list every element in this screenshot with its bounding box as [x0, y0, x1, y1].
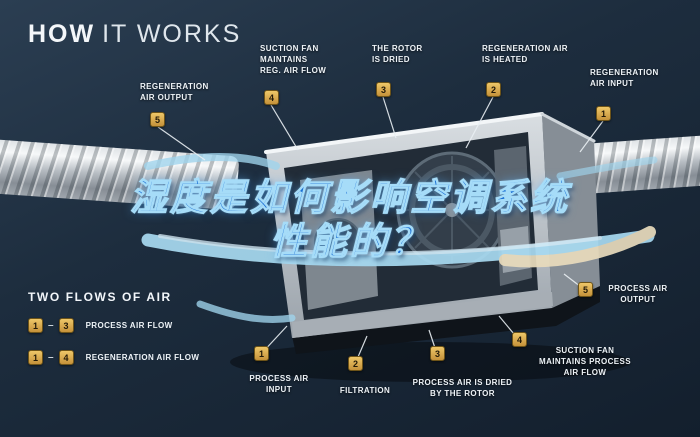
badge-1-reg-input: 1 — [596, 106, 611, 121]
left-duct — [0, 139, 239, 210]
badge-2-filtration: 2 — [348, 356, 363, 371]
title-light: IT WORKS — [102, 20, 242, 48]
legend-row-regeneration-air: 1 – 4 REGENERATION AIR FLOW — [28, 350, 199, 365]
callout-rotor-dried-label: THE ROTOR IS DRIED — [372, 44, 423, 64]
callout-filtration-label: FILTRATION — [339, 386, 391, 395]
legend-badge-end: 4 — [58, 350, 74, 365]
title-bold: HOW — [28, 20, 96, 48]
callout-process-air-output-label: PROCESS AIR OUTPUT — [608, 284, 668, 304]
badge-2-reg-heated: 2 — [486, 82, 501, 97]
badge-5-process-output: 5 — [578, 282, 593, 297]
legend-heading: TWO FLOWS OF AIR — [28, 290, 172, 304]
airflow-swooshes — [141, 153, 658, 323]
callout-regeneration-air-heated-label: REGENERATION AIR IS HEATED — [482, 44, 568, 64]
badge-4-suction-fan-process: 4 — [512, 332, 527, 347]
badge-5-regeneration-output: 5 — [150, 112, 165, 127]
badge-4-suction-fan-reg: 4 — [264, 90, 279, 105]
callout-suction-fan-reg-label: SUCTION FAN MAINTAINS REG. AIR FLOW — [260, 44, 327, 75]
callout-regeneration-air-input-label: REGENERATION AIR INPUT — [590, 68, 659, 88]
legend-badge-start: 1 — [28, 350, 43, 365]
badge-1-process-input: 1 — [254, 346, 269, 361]
legend-label-regeneration-air: REGENERATION AIR FLOW — [85, 353, 200, 362]
ground-shadow — [230, 342, 630, 382]
legend-badge-end: 3 — [58, 318, 74, 333]
badge-3-process-dried: 3 — [430, 346, 445, 361]
legend-badge-start: 1 — [28, 318, 43, 333]
machine-body — [264, 112, 600, 354]
badge-3-rotor-dried: 3 — [376, 82, 391, 97]
beige-airflow — [499, 226, 656, 268]
legend-dash: – — [48, 320, 54, 331]
callout-regeneration-air-output-label: REGENERATION AIR OUTPUT — [140, 82, 209, 102]
legend-dash: – — [48, 352, 54, 363]
legend-label-process-air: PROCESS AIR FLOW — [85, 321, 173, 330]
legend-row-process-air: 1 – 3 PROCESS AIR FLOW — [28, 318, 173, 333]
callout-process-air-input-label: PROCESS AIR INPUT — [249, 374, 309, 394]
callout-process-air-dried-label: PROCESS AIR IS DRIED BY THE ROTOR — [412, 378, 513, 398]
callout-suction-fan-process-label: SUCTION FAN MAINTAINS PROCESS AIR FLOW — [539, 346, 631, 377]
leader-lines — [157, 96, 604, 365]
